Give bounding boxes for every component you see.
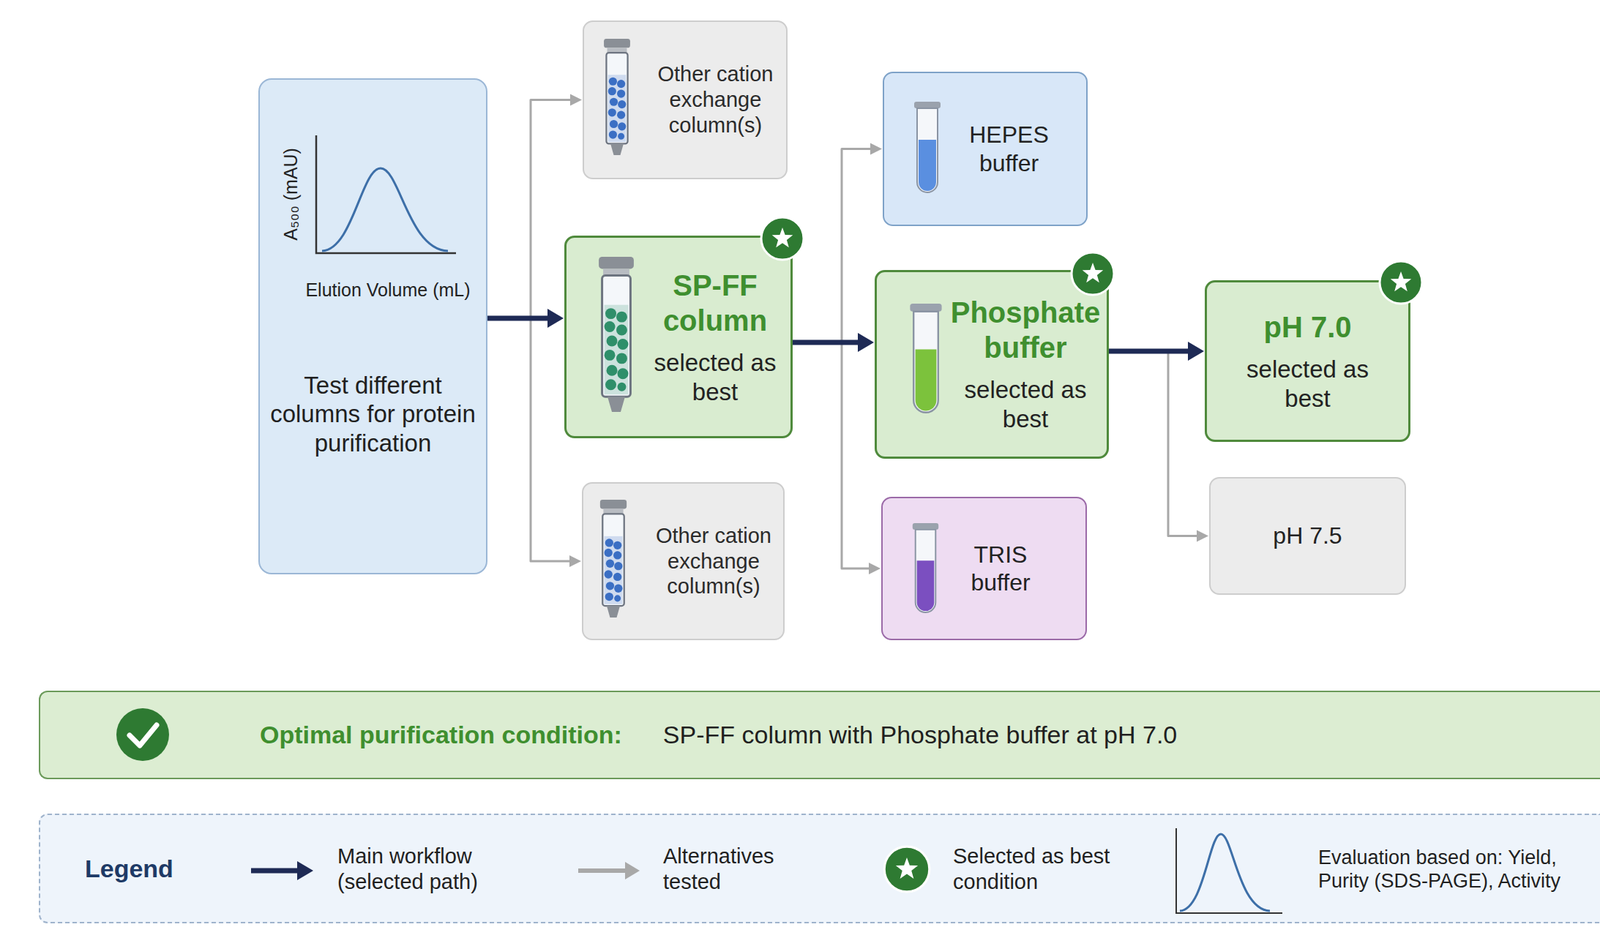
node-subtitle: selected as best <box>1236 354 1379 413</box>
main-arrow <box>792 333 874 353</box>
axis-label: Elution Volume (mL) <box>305 279 470 301</box>
node-subtitle: selected as best <box>950 375 1101 434</box>
check-icon <box>116 708 170 762</box>
alternative-box: pH 7.5 <box>1209 477 1407 596</box>
axis-label: A₅₀₀ (mAU) <box>280 147 302 241</box>
legend-panel <box>38 813 1600 924</box>
alternative-box: Other cation exchange column(s) <box>581 482 785 641</box>
node-title: pH 7.5 <box>1219 521 1396 550</box>
legend-chart-icon <box>1176 828 1283 914</box>
tube-icon <box>914 101 941 193</box>
legend-text: Evaluation based on: Yield, Purity (SDS-… <box>1318 846 1595 894</box>
main-arrow <box>1108 341 1205 361</box>
legend-alt-arrow <box>578 862 640 880</box>
legend-text: Selected as best condition <box>952 843 1136 896</box>
node-title: Optimal purification condition: <box>259 720 623 751</box>
tube-icon <box>909 303 942 413</box>
star-badge <box>761 217 804 260</box>
node-title: Other cation exchange column(s) <box>652 523 775 600</box>
legend-star <box>884 846 930 893</box>
star-badge <box>1071 252 1114 295</box>
selected-box: pH 7.0 selected as best <box>1204 280 1411 443</box>
main-arrow <box>487 308 564 328</box>
star-badge <box>1379 261 1423 304</box>
alternative-arrow <box>792 143 882 344</box>
node-subtitle: SP-FF column with Phosphate buffer at pH… <box>663 720 1177 751</box>
node-title: pH 7.0 <box>1236 309 1379 345</box>
column-icon <box>598 256 634 413</box>
legend-main-arrow <box>251 861 314 881</box>
buffer-box: TRIS buffer <box>881 496 1087 641</box>
selected-box: Phosphate buffer selected as best <box>874 270 1109 459</box>
chromatogram-icon <box>316 135 456 254</box>
node-subtitle: selected as best <box>648 348 782 407</box>
column-icon <box>600 499 627 618</box>
legend-heading: Legend <box>84 854 174 884</box>
buffer-box: HEPES buffer <box>882 71 1088 227</box>
alternative-arrow <box>1108 351 1209 543</box>
node-title: Phosphate buffer <box>950 294 1101 366</box>
tube-icon <box>912 523 939 613</box>
legend-text: Alternatives tested <box>663 843 810 896</box>
node-title: HEPES buffer <box>953 120 1065 178</box>
result-band: Optimal purification condition: SP-FF col… <box>38 690 1600 780</box>
alternative-box: Other cation exchange column(s) <box>582 20 788 180</box>
column-icon <box>603 38 631 156</box>
node-title: SP-FF column <box>648 267 782 339</box>
alternative-arrow <box>792 342 881 575</box>
legend-text: Main workflow (selected path) <box>337 843 514 896</box>
selected-box: SP-FF column selected as best <box>564 235 793 439</box>
node-title: Test different columns for protein purif… <box>265 371 481 459</box>
node-title: Other cation exchange column(s) <box>653 61 778 138</box>
node-title: TRIS buffer <box>952 540 1049 598</box>
